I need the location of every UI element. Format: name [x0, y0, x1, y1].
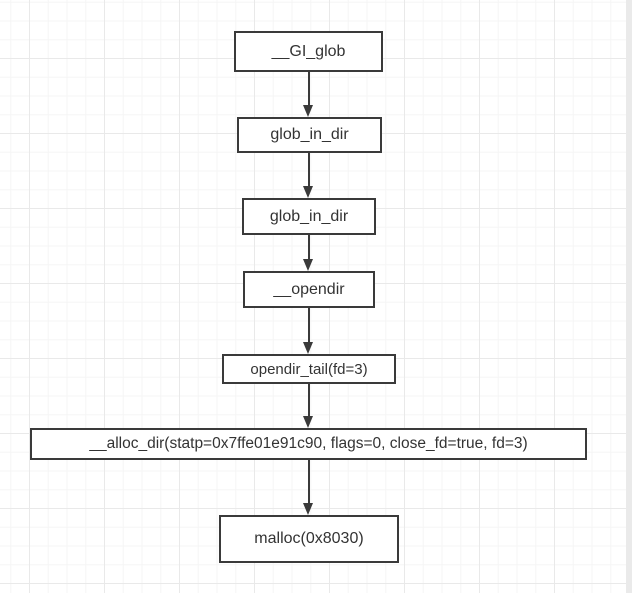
arrowhead-icon [303, 186, 313, 198]
arrow-line [307, 72, 310, 108]
arrowhead-icon [303, 416, 313, 428]
arrow-line [307, 384, 310, 419]
flowchart-arrow-2[interactable] [303, 153, 314, 198]
flowchart-arrow-4[interactable] [303, 308, 314, 354]
flowchart-arrow-3[interactable] [303, 235, 314, 271]
arrowhead-icon [303, 503, 313, 515]
arrowhead-icon [303, 259, 313, 271]
arrow-line [307, 308, 310, 345]
flowchart-node-glob-in-dir-1[interactable]: glob_in_dir [237, 117, 382, 153]
flowchart-node-glob-in-dir-2[interactable]: glob_in_dir [242, 198, 376, 235]
flowchart-node-opendir[interactable]: __opendir [243, 271, 375, 308]
flowchart-node-opendir-tail[interactable]: opendir_tail(fd=3) [222, 354, 396, 384]
flowchart-node-alloc-dir[interactable]: __alloc_dir(statp=0x7ffe01e91c90, flags=… [30, 428, 587, 460]
node-label: malloc(0x8030) [254, 530, 364, 547]
arrowhead-icon [303, 105, 313, 117]
node-label: glob_in_dir [269, 207, 349, 225]
node-label: __opendir [273, 280, 345, 298]
node-label: glob_in_dir [270, 126, 349, 143]
arrow-line [307, 235, 310, 262]
node-label: __GI_glob [271, 42, 346, 60]
flowchart-node-gi-glob[interactable]: __GI_glob [234, 31, 383, 72]
arrow-line [307, 460, 310, 506]
flowchart-node-malloc[interactable]: malloc(0x8030) [219, 515, 399, 563]
canvas-right-gutter [626, 0, 632, 593]
node-label: __alloc_dir(statp=0x7ffe01e91c90, flags=… [89, 435, 528, 452]
arrowhead-icon [303, 342, 313, 354]
flowchart-arrow-1[interactable] [303, 72, 314, 117]
node-label: opendir_tail(fd=3) [250, 360, 368, 378]
flowchart-arrow-6[interactable] [303, 460, 314, 515]
arrow-line [307, 153, 310, 189]
flowchart-arrow-5[interactable] [303, 384, 314, 428]
